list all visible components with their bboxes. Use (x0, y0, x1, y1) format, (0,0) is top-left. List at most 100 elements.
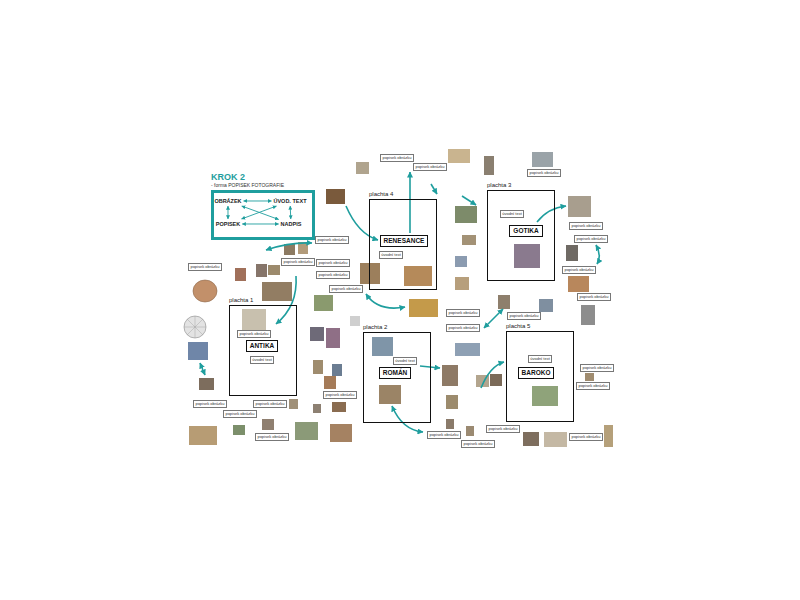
photo-thumbnail (539, 299, 553, 312)
connector-arrow (242, 206, 279, 219)
photo-thumbnail (314, 295, 333, 311)
caption-box: popisek obrázku (427, 431, 461, 439)
box-text: popisek obrázku (325, 393, 354, 397)
caption-box: úvodní text (379, 251, 404, 259)
connector-arrow (244, 200, 272, 201)
box-text: popisek obrázku (195, 402, 224, 406)
box-text: úvodní text (381, 253, 401, 257)
box-text: popisek obrázku (257, 435, 286, 439)
caption-box: popisek obrázku (316, 259, 350, 267)
box-text: popisek obrázku (283, 260, 312, 264)
heading-text: plachta 1 (229, 297, 253, 304)
box-text: popisek obrázku (331, 287, 360, 291)
connector-arrow (227, 206, 228, 219)
box-text: popisek obrázku (571, 224, 600, 228)
flow-arrow (537, 206, 566, 222)
box-text: popisek obrázku (448, 326, 477, 330)
box-text: popisek obrázku (564, 268, 593, 272)
box-text: úvodní text (530, 357, 550, 361)
connector-arrow (242, 206, 277, 219)
caption-box: úvodní text (528, 355, 553, 363)
flow-arrow (462, 196, 476, 205)
box-text: popisek obrázku (415, 165, 444, 169)
box-text: popisek obrázku (579, 295, 608, 299)
photo-thumbnail (566, 245, 578, 261)
photo-thumbnail (498, 295, 510, 309)
photo-thumbnail (532, 386, 558, 406)
caption-box: popisek obrázku (577, 293, 611, 301)
photo-thumbnail (446, 419, 454, 429)
heading-text: - forma POPISEK FOTOGRAFIE (211, 183, 284, 189)
box-text: GOTIKA (513, 227, 538, 234)
heading-text: plachta 4 (369, 191, 393, 198)
caption-box: popisek obrázku (323, 391, 357, 399)
heading-group: plachta 3 (487, 182, 511, 189)
photo-thumbnail (268, 265, 280, 275)
title-box: GOTIKA (509, 225, 542, 237)
heading-group: plachta 5 (506, 323, 530, 330)
photo-thumbnail (332, 364, 342, 376)
box-text: popisek obrázku (571, 435, 600, 439)
connector-group (228, 201, 291, 224)
photo-thumbnail (326, 189, 345, 204)
caption-box: popisek obrázku (576, 382, 610, 390)
box-text: NADPIS (281, 221, 302, 227)
photo-thumbnail (581, 305, 595, 325)
caption-box: popisek obrázku (188, 263, 222, 271)
heading-text: plachta 5 (506, 323, 530, 330)
flow-arrow (200, 363, 205, 375)
photo-thumbnail (360, 263, 380, 284)
caption-box: úvodní text (393, 357, 418, 365)
heading-group: KROK 2- forma POPISEK FOTOGRAFIE (211, 173, 284, 188)
panel-sheet: plachta 3GOTIKAúvodní text (487, 190, 555, 281)
photo-thumbnail (490, 374, 502, 386)
element-label: NADPIS (281, 221, 302, 227)
flow-arrow (409, 172, 411, 233)
box-text: popisek obrázku (488, 427, 517, 431)
photo-thumbnail (585, 373, 594, 381)
map-thumbnail (193, 280, 217, 302)
arrow-group (200, 172, 599, 432)
caption-box: popisek obrázku (253, 400, 287, 408)
box-text: OBRÁZEK (214, 198, 241, 204)
caption-box: popisek obrázku (569, 433, 603, 441)
element-label: OBRÁZEK (214, 198, 241, 204)
box-text: popisek obrázku (225, 412, 254, 416)
plan-lines (184, 316, 206, 338)
photo-thumbnail (532, 152, 553, 167)
photo-thumbnail (330, 424, 352, 442)
caption-box: popisek obrázku (486, 425, 520, 433)
box-text: úvodní text (502, 212, 522, 216)
photo-thumbnail (523, 432, 539, 446)
photo-thumbnail (455, 206, 477, 223)
title-box: ROMÁN (379, 367, 412, 379)
caption-box: popisek obrázku (223, 410, 257, 418)
step-frame: KROK 2- forma POPISEK FOTOGRAFIEOBRÁZEKÚ… (211, 190, 315, 240)
box-text: popisek obrázku (448, 311, 477, 315)
heading-group: plachta 2 (363, 324, 387, 331)
connector-arrow (242, 223, 278, 224)
photo-thumbnail (313, 404, 321, 413)
caption-box: popisek obrázku (446, 309, 480, 317)
box-text: úvodní text (252, 358, 272, 362)
photo-thumbnail (448, 149, 470, 163)
box-text: popisek obrázku (239, 332, 268, 336)
box-text: popisek obrázku (578, 384, 607, 388)
heading-text: KROK 2 (211, 173, 284, 183)
photo-thumbnail (188, 342, 208, 360)
box-text: popisek obrázku (576, 237, 605, 241)
heading-text: plachta 2 (363, 324, 387, 331)
caption-box: popisek obrázku (237, 330, 271, 338)
photo-thumbnail (514, 244, 540, 268)
caption-box: popisek obrázku (574, 235, 608, 243)
box-text: popisek obrázku (463, 442, 492, 446)
box-text: popisek obrázku (429, 433, 458, 437)
box-text: BAROKO (522, 369, 551, 376)
box-text: popisek obrázku (509, 314, 538, 318)
box-text: popisek obrázku (255, 402, 284, 406)
photo-thumbnail (568, 196, 591, 217)
flow-arrow (420, 366, 440, 368)
